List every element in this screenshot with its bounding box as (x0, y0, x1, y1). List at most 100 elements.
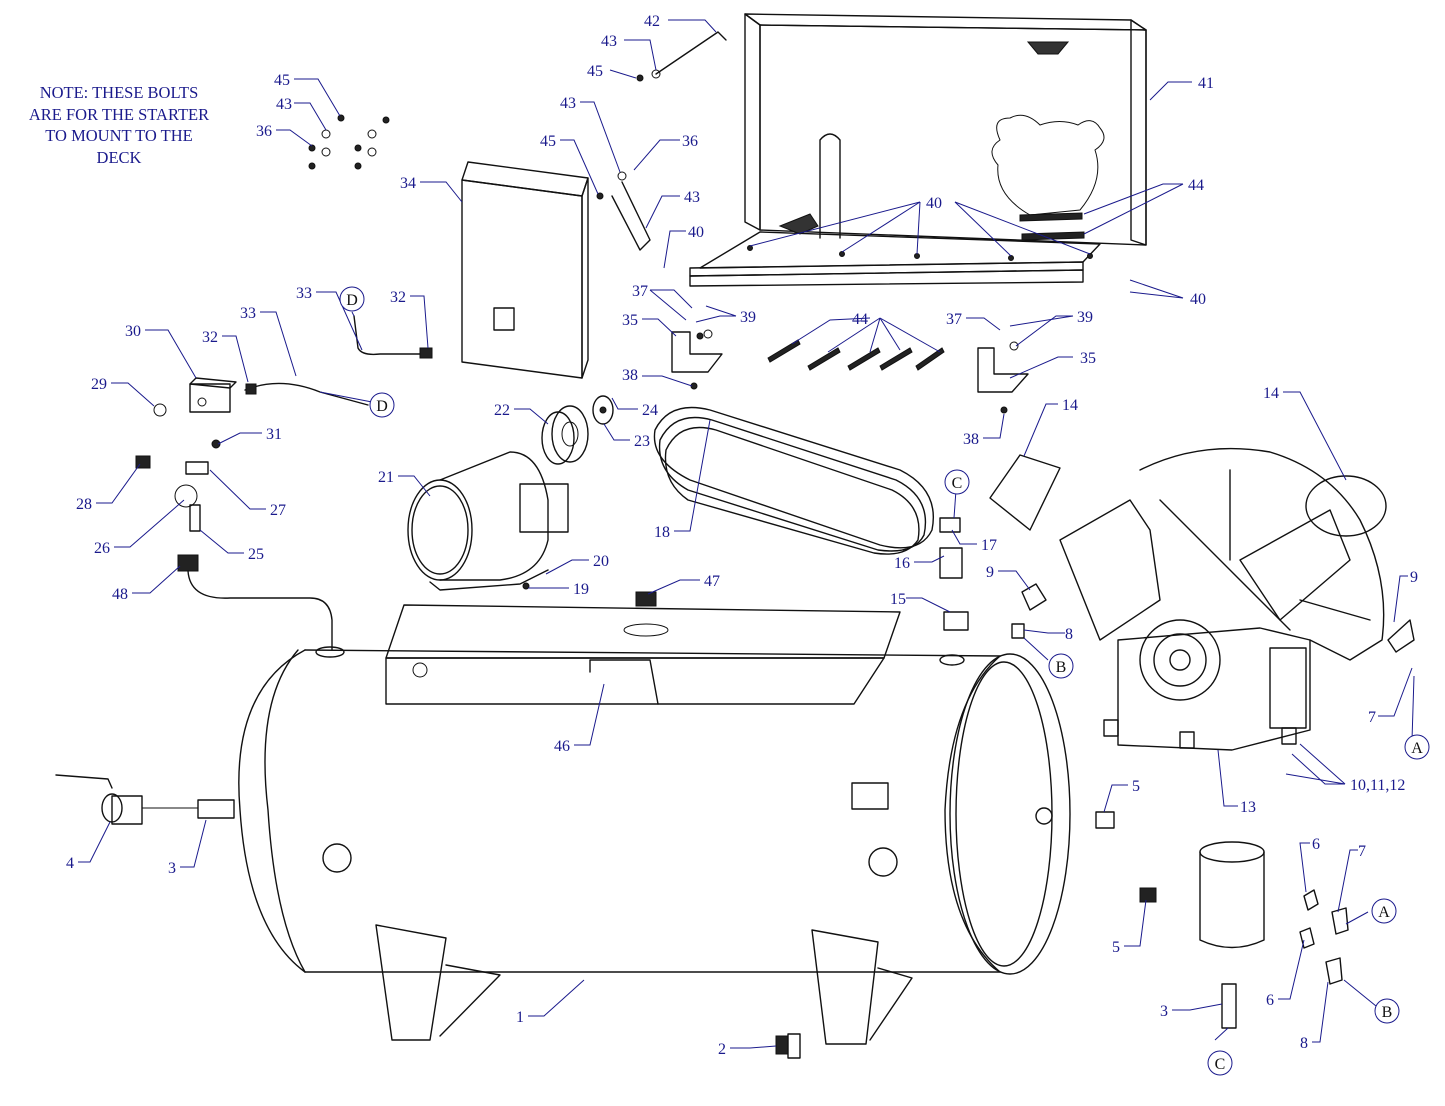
callout-45: 45 (274, 72, 290, 89)
tank-deck (385, 591, 901, 705)
connector-a-1: A (1404, 734, 1430, 760)
connector-d-1: D (339, 286, 365, 312)
callout-35: 35 (1080, 350, 1096, 367)
note-line: DECK (96, 147, 142, 167)
note-line: ARE FOR THE STARTER (28, 104, 210, 124)
callout-19: 19 (573, 581, 589, 598)
connector-bubbles: D D C B A A B C (339, 286, 1430, 1076)
callout-15: 15 (890, 591, 906, 608)
callout-44: 44 (1188, 177, 1204, 194)
callout-42: 42 (644, 13, 660, 30)
callout-36: 36 (682, 133, 698, 150)
callout-36: 36 (256, 123, 272, 140)
aftercooler (1139, 841, 1349, 1029)
callout-22: 22 (494, 402, 510, 419)
pressure-switch (153, 315, 433, 417)
drain-valve (775, 1033, 801, 1059)
leader-lines (78, 19, 1415, 1049)
callout-5: 5 (1132, 778, 1140, 795)
callout-3: 3 (168, 860, 176, 877)
connector-label: A (1411, 740, 1423, 757)
callout-25: 25 (248, 546, 264, 563)
motor-pulley (541, 395, 614, 465)
connector-label: C (952, 475, 963, 492)
callout-31: 31 (266, 426, 282, 443)
small-fittings (522, 31, 1115, 829)
callout-35: 35 (622, 312, 638, 329)
motor (407, 451, 569, 591)
callout-14: 14 (1062, 397, 1078, 414)
connector-a-2: A (1371, 898, 1397, 924)
callout-28: 28 (76, 496, 92, 513)
callout-26: 26 (94, 540, 110, 557)
guard-base-rail (689, 231, 1101, 287)
connector-label: D (376, 398, 388, 415)
connector-c-1: C (944, 469, 970, 495)
callout-13: 13 (1240, 799, 1256, 816)
callout-37: 37 (632, 283, 648, 300)
callout-numbers: 42 43 45 41 45 43 36 43 45 36 34 43 44 4… (66, 13, 1418, 1058)
gauge-assembly (135, 439, 333, 651)
connector-b-1: B (1048, 653, 1074, 679)
callout-43: 43 (684, 189, 700, 206)
connector-label: B (1382, 1004, 1393, 1021)
connector-label: C (1215, 1056, 1226, 1073)
note-line: NOTE: THESE BOLTS (39, 83, 199, 102)
callout-3: 3 (1160, 1003, 1168, 1020)
callout-45: 45 (587, 63, 603, 80)
starter-bolts-note: NOTE: THESE BOLTS ARE FOR THE STARTER TO… (8, 82, 230, 168)
callout-30: 30 (125, 323, 141, 340)
note-line: TO MOUNT TO THE (45, 126, 193, 145)
callout-43: 43 (276, 96, 292, 113)
callout-17: 17 (981, 537, 997, 554)
ball-valve (55, 774, 235, 825)
connector-label: A (1378, 904, 1390, 921)
callout-20: 20 (593, 553, 609, 570)
connector-c-2: C (1207, 1050, 1233, 1076)
callout-38: 38 (622, 367, 638, 384)
callout-44: 44 (852, 311, 868, 328)
callout-47: 47 (704, 573, 720, 590)
callout-34: 34 (400, 175, 416, 192)
callout-32: 32 (390, 289, 406, 306)
callout-4: 4 (66, 855, 74, 872)
callout-10-11-12: 10,11,12 (1350, 777, 1405, 794)
callout-37: 37 (946, 311, 962, 328)
connector-label: B (1056, 659, 1067, 676)
starter-bolts (308, 114, 390, 170)
callout-7: 7 (1368, 709, 1376, 726)
callout-2: 2 (718, 1041, 726, 1058)
callout-39: 39 (740, 309, 756, 326)
callout-48: 48 (112, 586, 128, 603)
brackets (671, 329, 1029, 393)
callout-45: 45 (540, 133, 556, 150)
callout-18: 18 (654, 524, 670, 541)
callout-39: 39 (1077, 309, 1093, 326)
belt-guard (744, 13, 1147, 246)
belts (653, 406, 934, 555)
callout-21: 21 (378, 469, 394, 486)
parts-drawing (55, 13, 1415, 1059)
callout-6: 6 (1312, 836, 1320, 853)
callout-38: 38 (963, 431, 979, 448)
air-tank (238, 646, 1071, 1045)
connector-label: D (346, 292, 358, 309)
callout-29: 29 (91, 376, 107, 393)
connector-b-2: B (1374, 998, 1400, 1024)
callout-33: 33 (240, 305, 256, 322)
starter-box (461, 161, 589, 379)
callout-6: 6 (1266, 992, 1274, 1009)
callout-40: 40 (688, 224, 704, 241)
callout-8: 8 (1065, 626, 1073, 643)
callout-9: 9 (1410, 569, 1418, 586)
callout-16: 16 (894, 555, 910, 572)
callout-41: 41 (1198, 75, 1214, 92)
callout-43: 43 (560, 95, 576, 112)
compressor-pump (989, 447, 1415, 751)
springs (767, 212, 1085, 371)
callout-40: 40 (926, 195, 942, 212)
callout-8: 8 (1300, 1035, 1308, 1052)
callout-7: 7 (1358, 843, 1366, 860)
callout-43: 43 (601, 33, 617, 50)
